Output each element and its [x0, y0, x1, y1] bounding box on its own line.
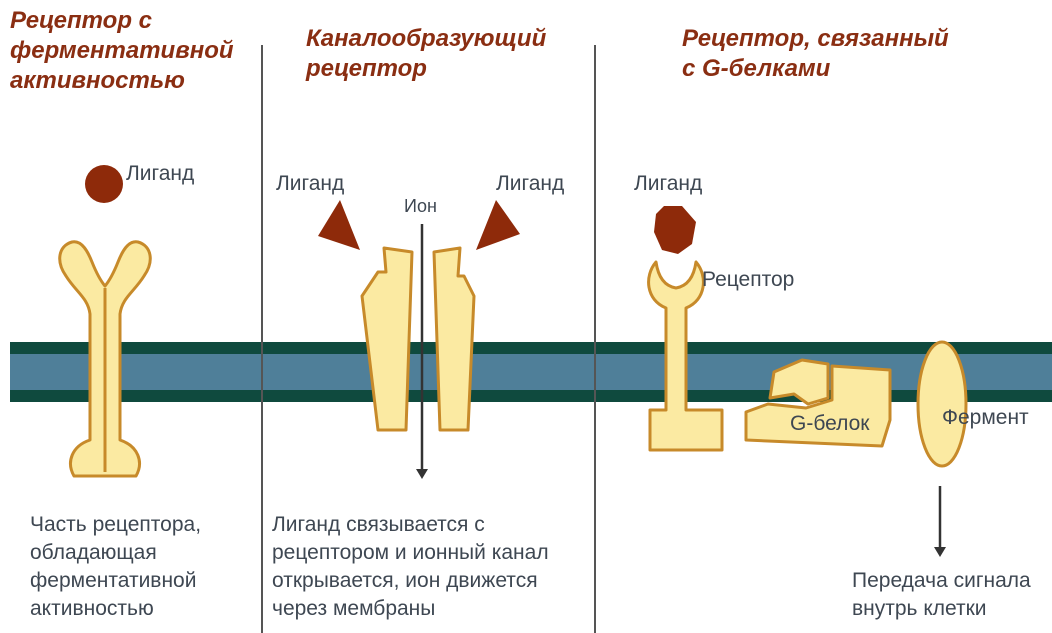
- ligand-pentagon: [654, 206, 696, 254]
- panel3-ligand-label: Лиганд: [634, 172, 702, 195]
- enzyme-label: Фермент: [942, 406, 1029, 429]
- panel2-caption: Лиганд связывается с рецептором и ионный…: [272, 513, 554, 620]
- ligand-triangle-left: [318, 200, 360, 250]
- panel2-ligand-right-label: Лиганд: [496, 172, 564, 195]
- panel-ion-channel-receptor: Каналообразующий рецептор Лиганд Лиганд …: [272, 25, 564, 620]
- membrane-top-layer: [10, 342, 1052, 354]
- receptor-label: Рецептор: [702, 268, 794, 291]
- channel-subunit-right: [434, 248, 474, 430]
- panel1-caption: Часть рецептора, обладающая ферментативн…: [30, 513, 207, 620]
- ligand-circle: [85, 165, 123, 203]
- panel1-ligand-label: Лиганд: [126, 162, 194, 185]
- panel3-title: Рецептор, связанный с G-белками: [682, 25, 955, 82]
- panel3-caption: Передача сигнала внутрь клетки: [852, 569, 1037, 620]
- cell-membrane: [10, 342, 1052, 402]
- panel-enzyme-receptor: Рецептор с ферментативной активностью Ли…: [10, 7, 240, 620]
- membrane-bottom-layer: [10, 390, 1052, 402]
- channel-subunit-left: [362, 248, 412, 430]
- panel2-ligand-left-label: Лиганд: [276, 172, 344, 195]
- ligand-triangle-right: [476, 200, 520, 250]
- panel2-title: Каналообразующий рецептор: [305, 25, 553, 82]
- membrane-core: [10, 354, 1052, 390]
- ion-label: Ион: [404, 196, 437, 216]
- g-protein-label: G-белок: [790, 412, 870, 435]
- panel1-title: Рецептор с ферментативной активностью: [10, 7, 240, 94]
- panel-g-protein-receptor: Рецептор, связанный с G-белками Лиганд Р…: [634, 25, 1037, 620]
- enzyme-shape: [918, 342, 966, 466]
